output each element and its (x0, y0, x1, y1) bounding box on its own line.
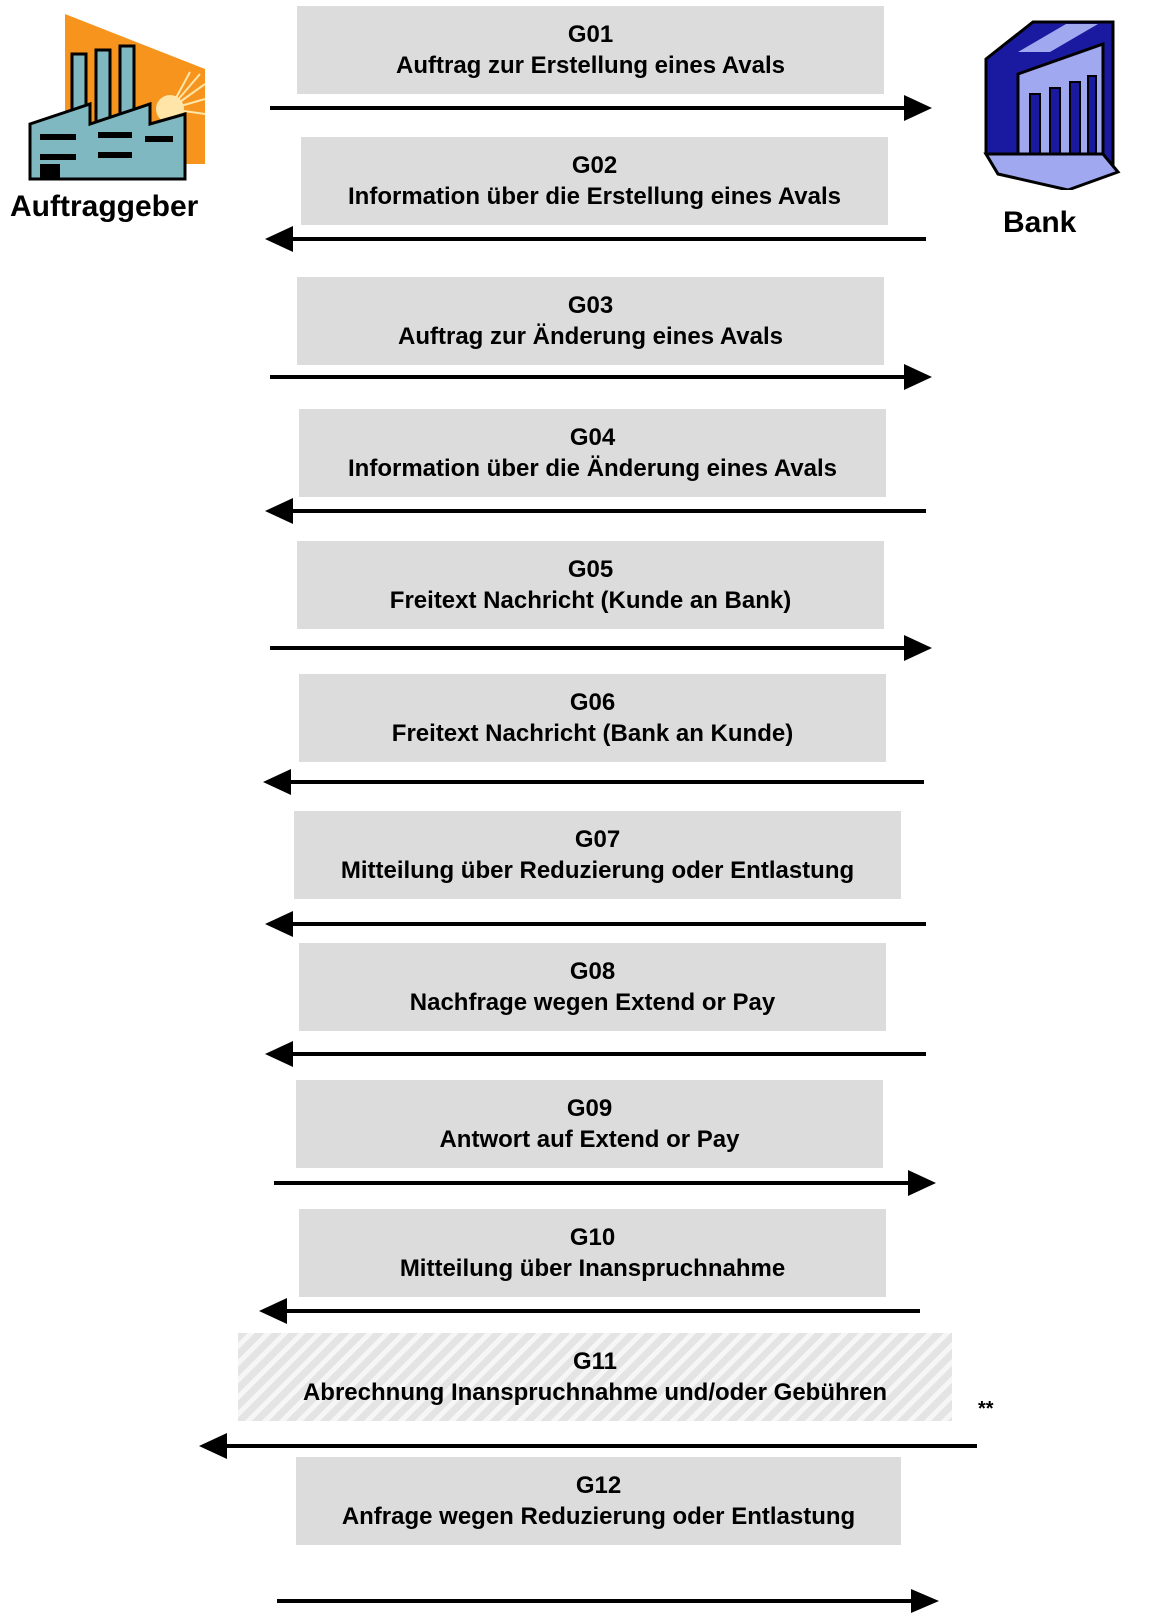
message-text: Mitteilung über Inanspruchnahme (399, 1255, 786, 1282)
message-text: Abrechnung Inanspruchnahme und/oder Gebü… (302, 1379, 888, 1406)
message-box-g03: G03 Auftrag zur Änderung eines Avals (297, 277, 884, 365)
bank-building-icon (978, 14, 1128, 190)
message-box-g12: G12 Anfrage wegen Reduzierung oder Entla… (296, 1457, 901, 1545)
arrow-left (265, 1041, 926, 1067)
message-code: G08 (569, 958, 616, 985)
arrow-left (263, 769, 924, 795)
message-box-g09: G09 Antwort auf Extend or Pay (296, 1080, 883, 1168)
message-box-g06: G06 Freitext Nachricht (Bank an Kunde) (299, 674, 886, 762)
party-label-bank: Bank (1003, 206, 1077, 239)
message-code: G10 (569, 1224, 616, 1251)
arrow-right (270, 635, 932, 661)
message-box-g04: G04 Information über die Änderung eines … (299, 409, 886, 497)
arrow-right (270, 364, 932, 390)
message-code: G12 (575, 1472, 622, 1499)
arrow-right (270, 95, 932, 121)
arrow-right (274, 1170, 936, 1196)
message-code: G06 (569, 689, 616, 716)
message-text: Auftrag zur Erstellung eines Avals (396, 52, 785, 79)
message-text: Antwort auf Extend or Pay (439, 1126, 740, 1153)
message-box-g08: G08 Nachfrage wegen Extend or Pay (299, 943, 886, 1031)
message-text: Mitteilung über Reduzierung oder Entlast… (340, 857, 855, 884)
message-code: G04 (569, 424, 616, 451)
message-box-g10: G10 Mitteilung über Inanspruchnahme (299, 1209, 886, 1297)
message-text: Information über die Änderung eines Aval… (348, 455, 837, 482)
message-code: G01 (567, 21, 614, 48)
message-box-g01: G01 Auftrag zur Erstellung eines Avals (297, 6, 884, 94)
arrow-right (277, 1589, 939, 1613)
arrow-left (265, 498, 926, 524)
message-text: Information über die Erstellung eines Av… (348, 183, 841, 210)
message-code: G07 (574, 826, 621, 853)
message-text: Auftrag zur Änderung eines Avals (398, 323, 783, 350)
message-code: G05 (567, 556, 614, 583)
arrow-left (199, 1433, 977, 1459)
message-code: G09 (566, 1095, 613, 1122)
message-code: G11 (572, 1348, 618, 1375)
message-text: Anfrage wegen Reduzierung oder Entlastun… (341, 1503, 856, 1530)
arrow-left (259, 1298, 920, 1324)
message-text: Nachfrage wegen Extend or Pay (409, 989, 776, 1016)
message-box-g05: G05 Freitext Nachricht (Kunde an Bank) (297, 541, 884, 629)
message-text: Freitext Nachricht (Kunde an Bank) (389, 587, 792, 614)
arrow-left (265, 226, 926, 252)
party-label-auftraggeber: Auftraggeber (10, 190, 199, 223)
factory-icon (20, 14, 210, 184)
message-box-g07: G07 Mitteilung über Reduzierung oder Ent… (294, 811, 901, 899)
arrow-left (265, 911, 926, 937)
message-code: G02 (571, 152, 618, 179)
message-box-g11: G11 Abrechnung Inanspruchnahme und/oder … (238, 1333, 952, 1421)
message-code: G03 (567, 292, 614, 319)
message-text: Freitext Nachricht (Bank an Kunde) (391, 720, 794, 747)
footnote-marker: ** (978, 1398, 994, 1420)
message-box-g02: G02 Information über die Erstellung eine… (301, 137, 888, 225)
